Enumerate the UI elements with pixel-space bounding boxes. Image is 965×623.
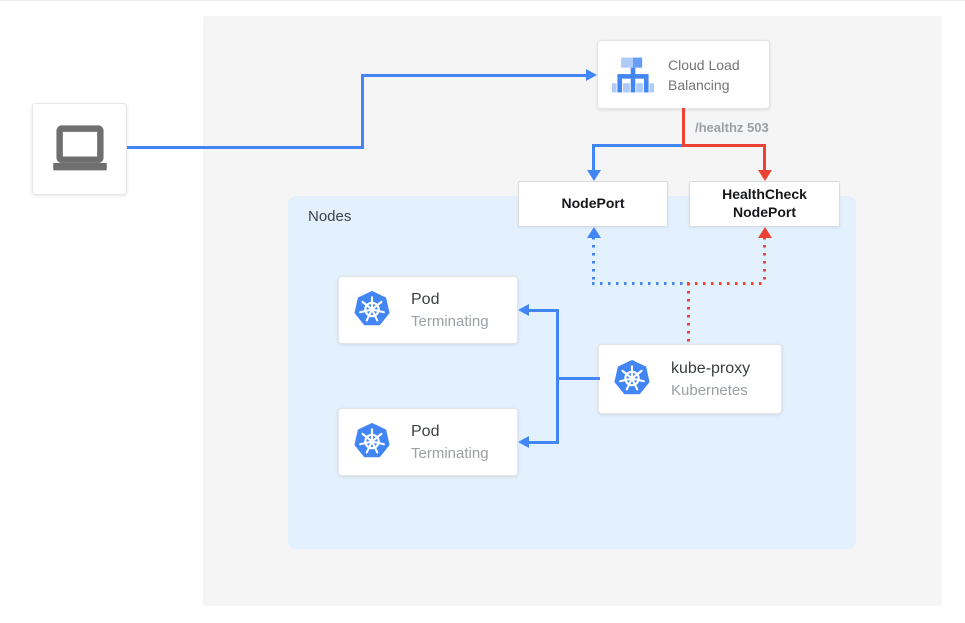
top-divider (0, 0, 965, 1)
kube-proxy-to-pods-line (556, 377, 600, 380)
kube-proxy-to-nodeport-dotted (592, 237, 595, 284)
arrow-into-pod2 (518, 436, 529, 448)
kube-proxy-to-pod1-line (528, 309, 558, 312)
kube-proxy-to-pods-line (556, 309, 559, 444)
kube-proxy-dotted-stem (687, 283, 690, 344)
pod-text: Pod Terminating (411, 421, 489, 464)
kube-proxy-to-nodeport-dotted (592, 282, 689, 285)
kube-proxy-card: kube-proxy Kubernetes (598, 344, 782, 414)
nodeport-label: NodePort (561, 195, 625, 212)
healthcheck-nodeport-label: HealthCheck NodePort (722, 186, 807, 220)
kubernetes-icon (353, 291, 391, 329)
kubernetes-icon (613, 360, 651, 398)
lb-to-nodeport-line (592, 144, 684, 147)
lb-to-nodeport-line (592, 144, 595, 172)
pod-card: Pod Terminating (338, 276, 518, 344)
kube-proxy-to-pod2-line (528, 441, 558, 444)
pod-card: Pod Terminating (338, 408, 518, 476)
kubernetes-icon (353, 423, 391, 461)
client-to-lb-line (127, 146, 363, 149)
pod-title: Pod (411, 422, 440, 440)
pod-text: Pod Terminating (411, 289, 489, 332)
pod-title: Pod (411, 290, 440, 308)
kube-proxy-to-healthcheck-dotted (687, 282, 766, 285)
lb-to-healthcheck-line (682, 144, 766, 147)
client-device-card (32, 103, 127, 195)
arrow-into-nodeport (587, 170, 601, 181)
client-to-lb-line (361, 74, 587, 77)
lb-to-healthcheck-line (763, 144, 766, 172)
arrow-into-load-balancer (586, 69, 597, 81)
kube-proxy-to-healthcheck-dotted (763, 237, 766, 284)
healthz-status-label: /healthz 503 (695, 120, 769, 135)
nodes-panel-label: Nodes (308, 208, 352, 225)
kube-proxy-title: kube-proxy (671, 359, 751, 377)
nodeport-box: NodePort (518, 181, 668, 227)
pod-status: Terminating (411, 444, 489, 462)
dotted-arrow-into-nodeport (587, 227, 601, 238)
kube-proxy-text: kube-proxy Kubernetes (671, 358, 750, 401)
pod-status: Terminating (411, 312, 489, 330)
lb-healthcheck-stem-line (682, 108, 685, 147)
load-balancer-icon (611, 53, 655, 97)
cloud-load-balancing-label: Cloud Load Balancing (668, 56, 740, 93)
client-to-lb-line (361, 74, 364, 149)
laptop-icon (50, 123, 110, 175)
arrow-into-healthcheck-nodeport (758, 170, 772, 181)
arrow-into-pod1 (518, 304, 529, 316)
cloud-load-balancing-card: Cloud Load Balancing (597, 40, 770, 109)
healthcheck-nodeport-box: HealthCheck NodePort (689, 181, 840, 227)
kube-proxy-subtitle: Kubernetes (671, 381, 748, 399)
dotted-arrow-into-healthcheck-nodeport (758, 227, 772, 238)
